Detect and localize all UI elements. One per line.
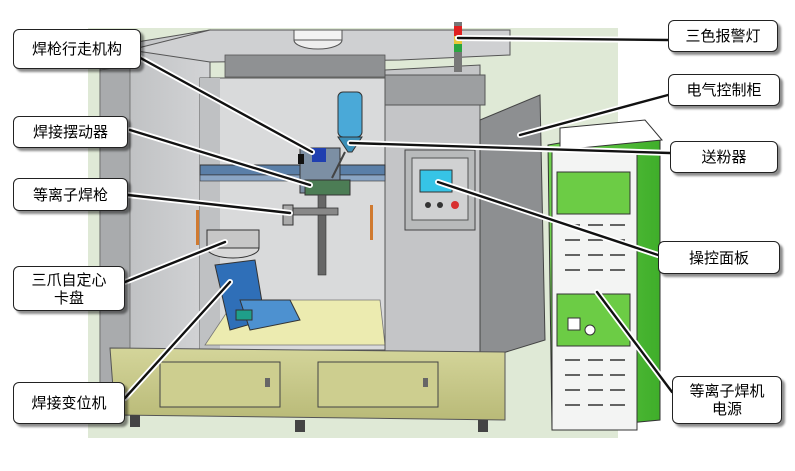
callout-text: 电气控制柜: [686, 81, 762, 99]
control-button: [437, 202, 443, 208]
leader-lines: [122, 35, 675, 401]
callout-text-line2: 卡盘: [53, 288, 84, 307]
alarm-light-green: [454, 44, 462, 52]
torch-column: [317, 194, 327, 276]
travel-rail: [199, 164, 386, 176]
roof-fan-body: [293, 29, 343, 41]
power-supply-meter: [567, 317, 581, 331]
callout-text: 焊接摆动器: [32, 123, 108, 141]
powder-feed-line: [331, 151, 346, 179]
chamber-left-wall: [200, 78, 220, 350]
callout-powder-feeder: 送粉器: [670, 141, 778, 173]
alarm-light-red: [454, 26, 462, 36]
electrical-cabinet: [479, 94, 546, 361]
positioner-motor: [235, 309, 253, 321]
machine-foot: [295, 420, 305, 432]
callout-control-panel: 操控面板: [658, 241, 780, 274]
emergency-stop: [451, 201, 459, 209]
callout-plasma-torch: 等离子焊枪: [13, 178, 128, 211]
base-door-lock: [265, 378, 270, 387]
callout-text: 焊接变位机: [31, 394, 107, 412]
oscillator-body: [304, 179, 351, 196]
carriage-clamp: [298, 154, 304, 164]
callout-alarm-light: 三色报警灯: [668, 20, 778, 52]
roof-opening: [224, 54, 386, 78]
base-cabinet-door: [159, 361, 281, 408]
callout-text: 三色报警灯: [685, 27, 761, 45]
callout-oscillator: 焊接摆动器: [13, 116, 128, 148]
door-handle: [370, 205, 373, 240]
housing-right-top: [384, 74, 486, 106]
powder-feeder-hopper: [337, 91, 363, 138]
power-supply-panel-upper: [556, 171, 631, 215]
power-supply-knob: [584, 324, 596, 336]
callout-power-supply: 等离子焊机 电源: [672, 376, 782, 424]
control-button: [425, 202, 431, 208]
callout-text: 焊枪行走机构: [31, 40, 122, 58]
base-cabinet-door: [317, 361, 439, 408]
callout-text: 等离子焊枪: [32, 185, 108, 204]
callout-text-line1: 等离子焊机: [689, 382, 765, 400]
callout-text-line1: 三爪自定心: [31, 270, 107, 289]
machine-foot: [478, 420, 488, 432]
door-handle: [196, 210, 199, 245]
callout-text: 操控面板: [688, 248, 749, 267]
base-door-lock: [423, 378, 428, 387]
callout-control-cabinet: 电气控制柜: [668, 74, 780, 106]
callout-chuck: 三爪自定心 卡盘: [13, 266, 125, 311]
callout-positioner: 焊接变位机: [13, 382, 125, 424]
callout-text-line2: 电源: [711, 400, 742, 418]
travel-motor: [312, 148, 326, 162]
callout-text: 送粉器: [701, 148, 747, 166]
power-supply-top-frame: [559, 119, 663, 151]
callout-torch-travel: 焊枪行走机构: [13, 29, 141, 69]
machine-foot: [130, 415, 140, 427]
